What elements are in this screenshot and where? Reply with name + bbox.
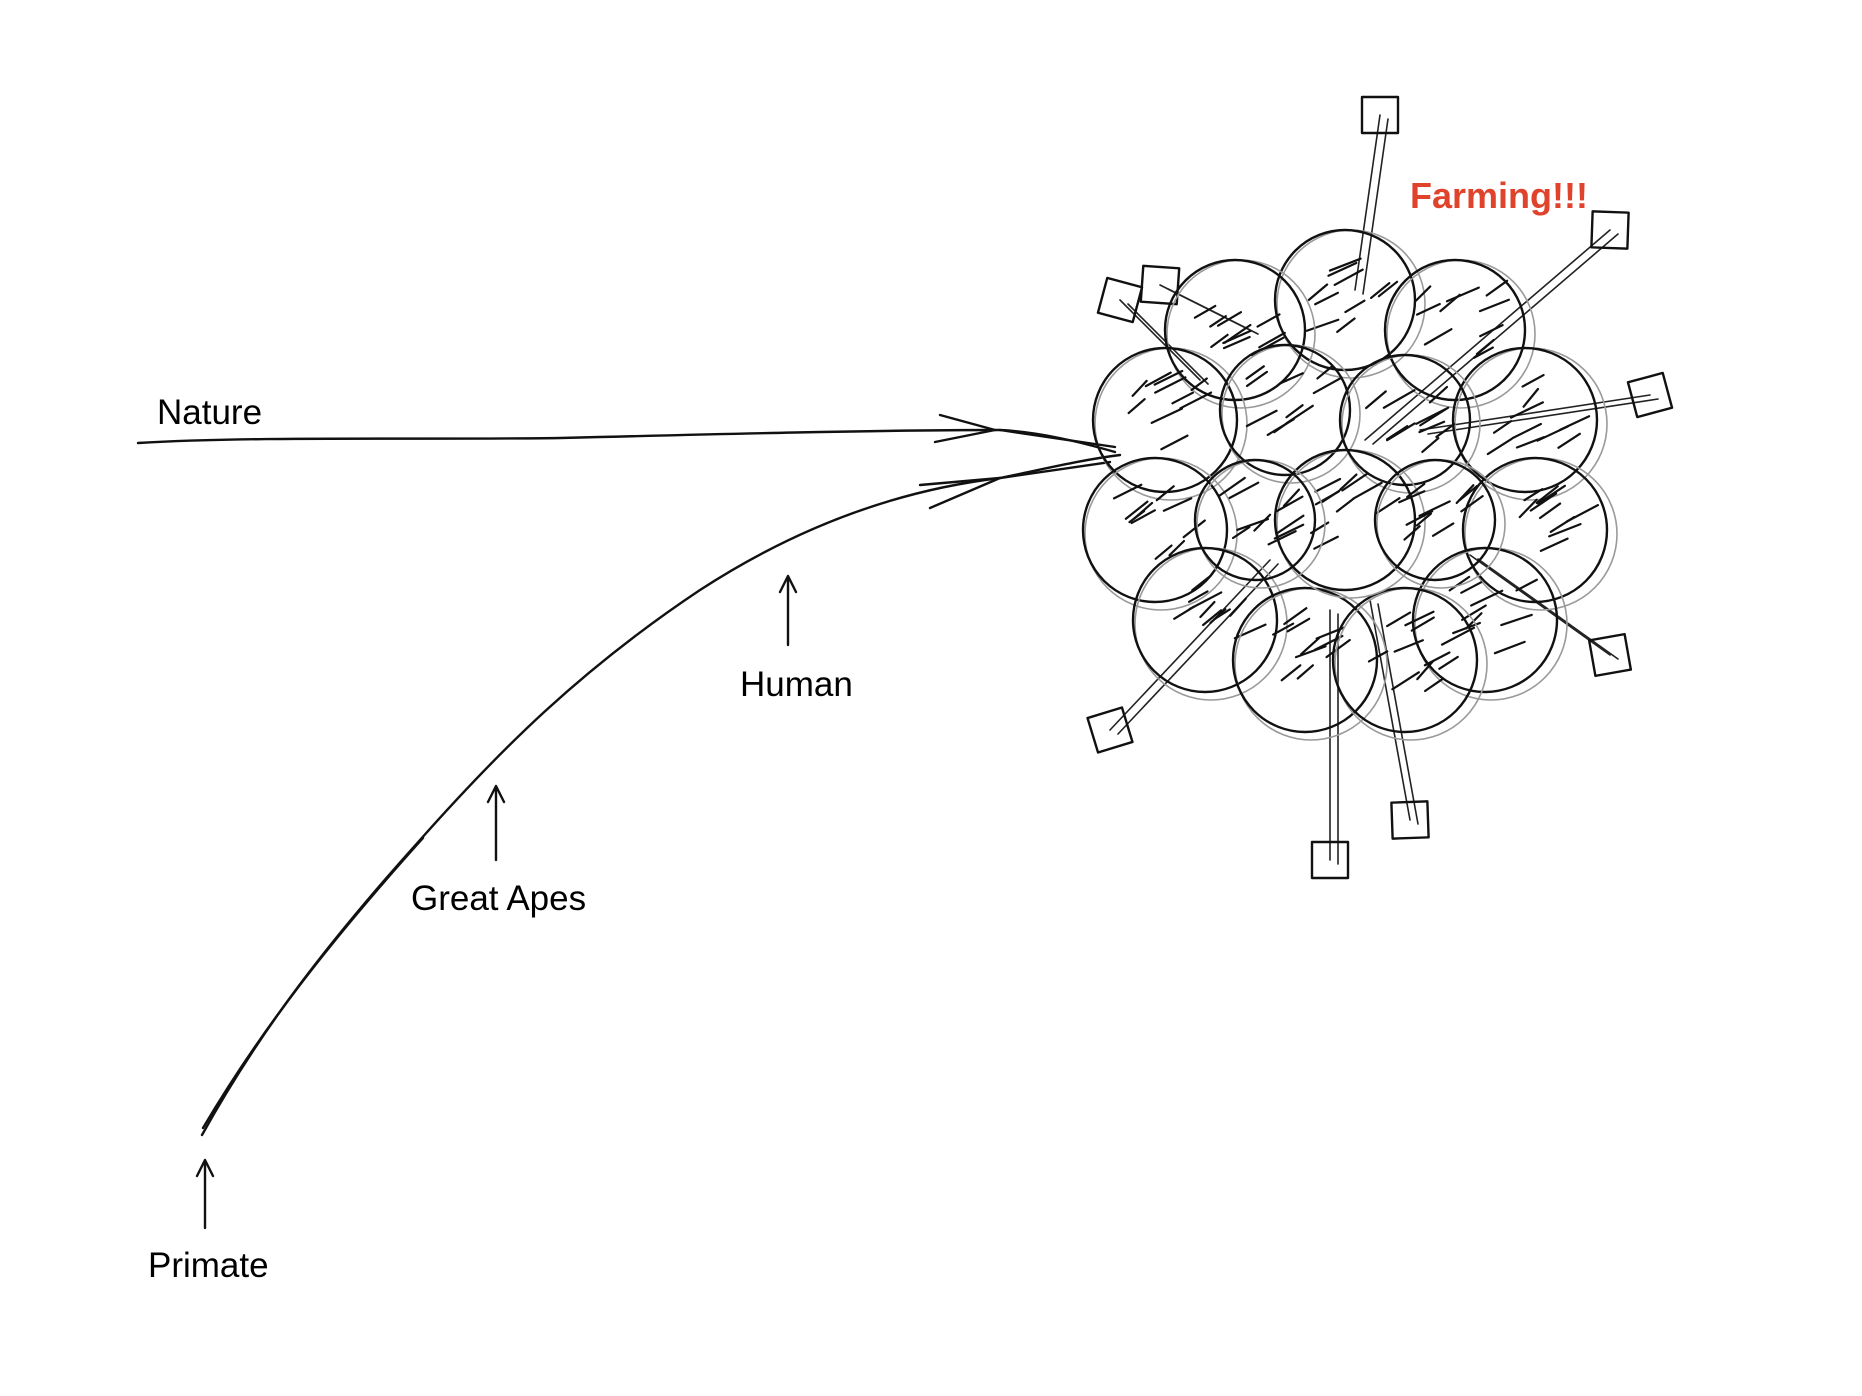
primate-label: Primate bbox=[148, 1246, 269, 1285]
explosion-cloud bbox=[1081, 95, 1674, 880]
nature-path bbox=[136, 413, 1117, 454]
lineage-curve bbox=[200, 453, 1122, 1137]
human-arrow bbox=[778, 574, 798, 647]
great-apes-label: Great Apes bbox=[411, 879, 586, 918]
farming-label: Farming!!! bbox=[1410, 175, 1588, 216]
human-label: Human bbox=[740, 665, 853, 704]
great-apes-arrow bbox=[486, 784, 506, 862]
primate-arrow bbox=[195, 1158, 215, 1230]
nature-label: Nature bbox=[157, 393, 262, 432]
